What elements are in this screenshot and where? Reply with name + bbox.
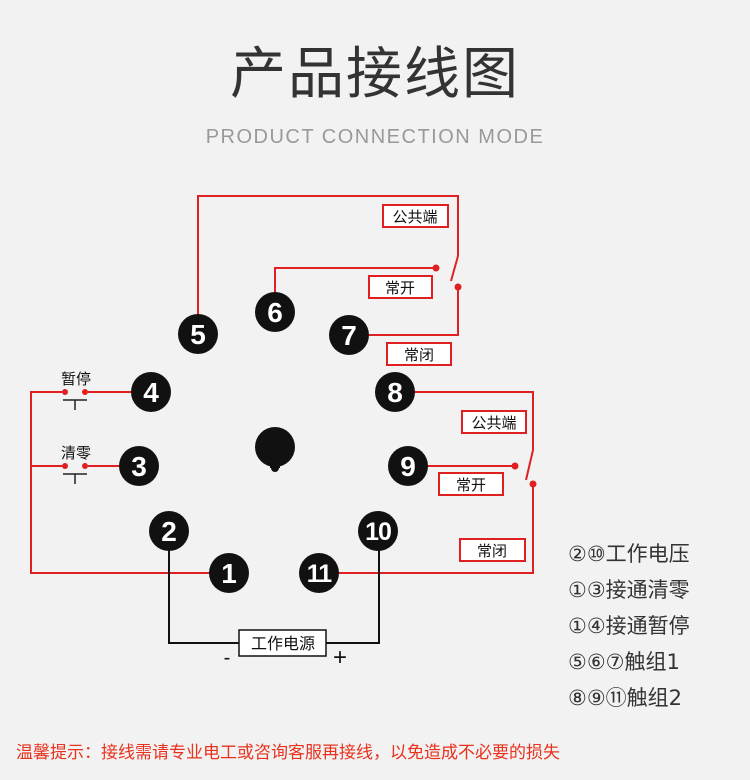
label-plus: + bbox=[333, 644, 347, 671]
pin-8: 8 bbox=[375, 372, 415, 412]
pin-4-label: 4 bbox=[143, 377, 159, 408]
reset-right-dot bbox=[82, 463, 88, 469]
pin-6: 6 bbox=[255, 292, 295, 332]
wire-pin10-power bbox=[326, 548, 380, 644]
legend-item: ①③接通清零 bbox=[568, 578, 690, 602]
pin-11-label: 11 bbox=[307, 560, 333, 588]
pin-7-label: 7 bbox=[341, 320, 357, 351]
label-reset: 清零 bbox=[61, 444, 91, 462]
legend-item: ⑧⑨⑪触组2 bbox=[568, 686, 683, 710]
center-key bbox=[255, 427, 295, 472]
label-common-bottom: 公共端 bbox=[471, 414, 516, 432]
label-box-power bbox=[238, 629, 327, 657]
warning-text: 温馨提示：接线需请专业电工或咨询客服再接线，以免造成不必要的损失 bbox=[16, 743, 560, 763]
switch1-no-dot bbox=[432, 264, 440, 272]
legend-item: ⑤⑥⑦触组1 bbox=[568, 650, 680, 674]
wire-pin1-bus bbox=[30, 391, 212, 574]
switch2-nc-dot bbox=[529, 480, 537, 488]
pin-5-label: 5 bbox=[190, 319, 206, 350]
pin-10: 10 bbox=[358, 511, 398, 551]
pin-8-label: 8 bbox=[387, 377, 403, 408]
wire-pin6-no bbox=[274, 267, 436, 294]
wire-pin11-nc bbox=[336, 484, 534, 574]
legend-item: ②⑩工作电压 bbox=[568, 542, 690, 566]
legend-item: ①④接通暂停 bbox=[568, 614, 690, 638]
switch1-nc-dot bbox=[454, 283, 462, 291]
label-box-nc-top bbox=[386, 342, 452, 366]
pin-4: 4 bbox=[131, 372, 171, 412]
label-no-top: 常开 bbox=[385, 279, 415, 297]
page-subtitle: PRODUCT CONNECTION MODE bbox=[205, 126, 545, 148]
label-nc-top: 常闭 bbox=[404, 346, 434, 364]
pause-right-dot bbox=[82, 389, 88, 395]
wire-pin5-common bbox=[197, 195, 459, 316]
label-power: 工作电源 bbox=[251, 634, 315, 653]
label-box-common-bottom bbox=[461, 410, 527, 434]
pin-2-label: 2 bbox=[161, 516, 177, 547]
pin-9-label: 9 bbox=[400, 451, 416, 482]
red-wires bbox=[30, 195, 534, 574]
pause-left-dot bbox=[62, 389, 68, 395]
switch2-no-dot bbox=[511, 462, 519, 470]
wire-pin2-power bbox=[168, 548, 239, 644]
wire-pin8-common bbox=[412, 391, 534, 450]
pin-11: 11 bbox=[299, 553, 339, 593]
pin-2: 2 bbox=[149, 511, 189, 551]
label-box-common-top bbox=[382, 204, 449, 228]
page-title: 产品接线图 bbox=[230, 42, 520, 107]
pin-10-label: 10 bbox=[365, 518, 391, 546]
pin-3-label: 3 bbox=[131, 451, 147, 482]
reset-left-dot bbox=[62, 463, 68, 469]
pin-9: 9 bbox=[388, 446, 428, 486]
wire-pin7-nc bbox=[368, 287, 459, 336]
label-minus: - bbox=[224, 647, 231, 669]
legend: ②⑩工作电压 ①③接通清零 ①④接通暂停 ⑤⑥⑦触组1 ⑧⑨⑪触组2 bbox=[568, 536, 690, 716]
switch1-blade bbox=[450, 255, 459, 282]
pin-3: 3 bbox=[119, 446, 159, 486]
label-box-nc-bottom bbox=[459, 538, 526, 562]
pin-5: 5 bbox=[178, 314, 218, 354]
label-no-bottom: 常开 bbox=[456, 476, 486, 494]
pin-7: 7 bbox=[329, 315, 369, 355]
label-common-top: 公共端 bbox=[392, 208, 437, 226]
label-nc-bottom: 常闭 bbox=[477, 542, 507, 560]
label-box-no-top bbox=[368, 275, 433, 299]
pin-1: 1 bbox=[209, 553, 249, 593]
switch2-blade bbox=[525, 449, 534, 481]
label-pause: 暂停 bbox=[61, 370, 91, 388]
pin-6-label: 6 bbox=[267, 297, 283, 328]
pin-1-label: 1 bbox=[221, 558, 237, 589]
label-box-no-bottom bbox=[438, 472, 504, 496]
